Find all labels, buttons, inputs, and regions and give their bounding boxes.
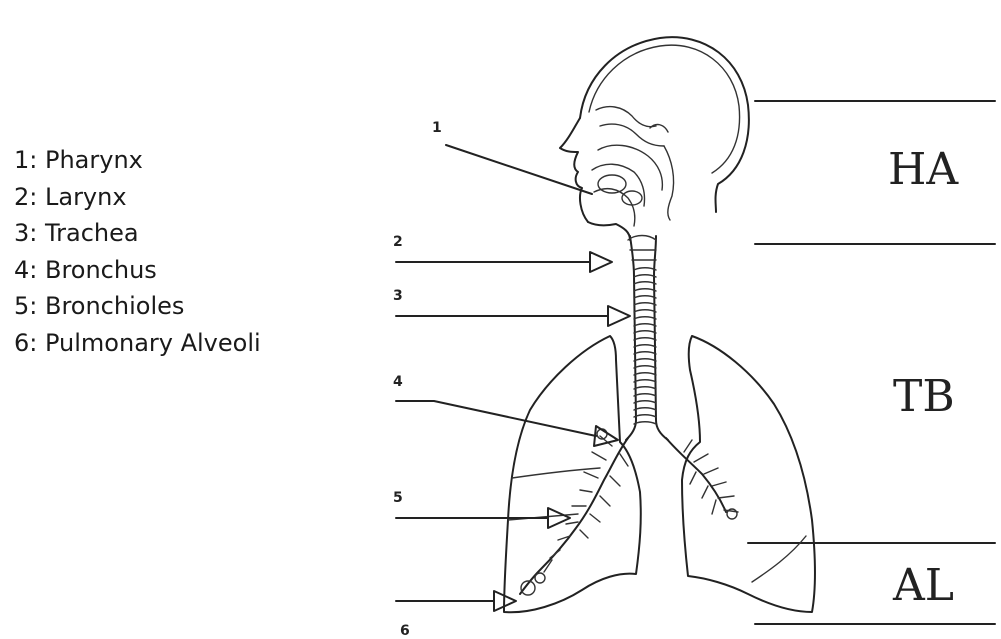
tracheal-ring [634,289,656,291]
tracheal-ring [634,394,656,396]
tracheal-ring [634,352,656,354]
region-label-head: HA [888,144,958,195]
tracheal-ring [634,366,656,368]
tracheal-ring [634,380,656,382]
tracheal-ring [634,275,656,277]
tracheal-ring [634,303,656,305]
pointer-number-1: 1 [432,120,442,136]
pointer-2 [396,252,612,272]
tracheal-ring [634,415,656,417]
pointer-6 [396,591,516,611]
pointer-3 [396,306,630,326]
region-label-tracheobronchial: TB [893,371,955,422]
pointer-number-2: 2 [393,234,403,250]
tracheal-ring [634,345,656,347]
tracheal-ring [634,310,656,312]
pointer-4 [396,401,618,446]
lungs [504,336,815,612]
head-outline [560,37,749,240]
tracheal-ring [634,408,656,410]
pointer-number-5: 5 [393,490,403,506]
tracheal-ring [634,387,656,389]
tracheal-ring [634,331,656,333]
pointer-5 [396,508,570,528]
region-label-alveolar: AL [893,560,954,611]
tracheal-ring [634,338,656,340]
tracheal-ring [634,324,656,326]
tracheal-ring [634,373,656,375]
tracheal-rings [634,268,656,424]
tracheal-ring [634,422,656,424]
pointer-number-3: 3 [393,288,403,304]
tracheal-ring [634,359,656,361]
pointer-number-6: 6 [400,623,410,639]
tracheal-ring [634,401,656,403]
tracheal-ring [634,317,656,319]
tracheal-ring [634,296,656,298]
pointer-number-4: 4 [393,374,403,390]
tracheal-ring [634,282,656,284]
tracheal-ring [634,268,656,270]
